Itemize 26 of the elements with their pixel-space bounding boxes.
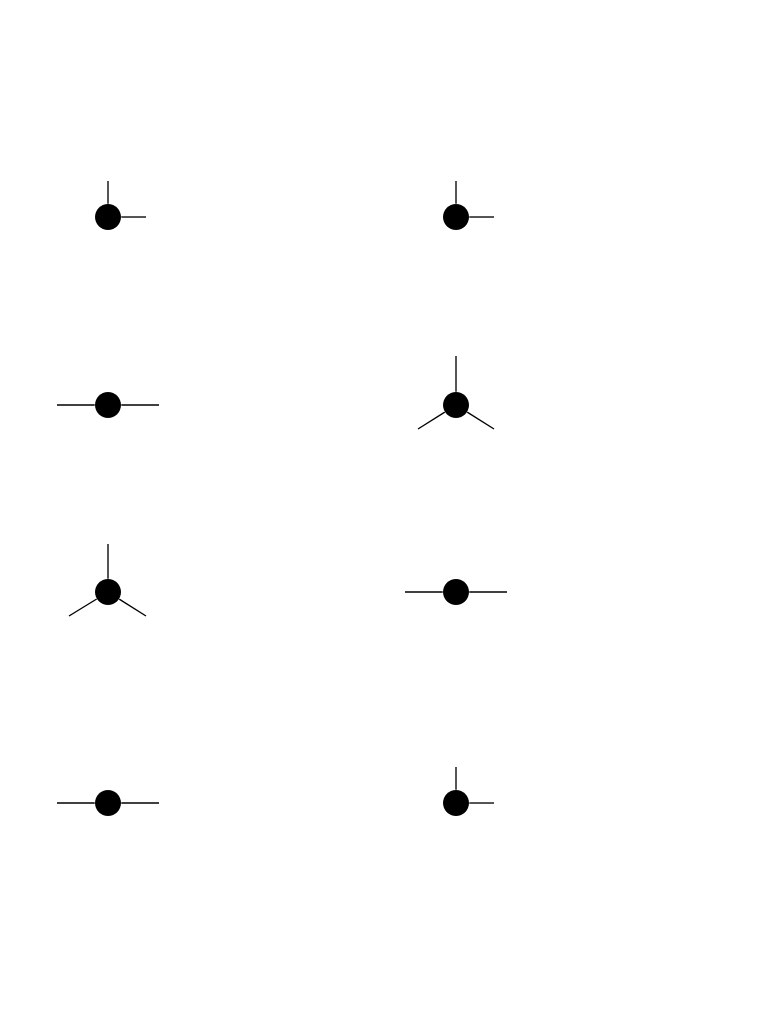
line bbox=[468, 216, 495, 218]
line bbox=[107, 180, 109, 205]
line bbox=[455, 355, 457, 393]
dot bbox=[95, 579, 121, 605]
line bbox=[417, 411, 446, 430]
line bbox=[466, 411, 495, 430]
line bbox=[107, 543, 109, 580]
dot bbox=[443, 579, 469, 605]
line bbox=[404, 591, 444, 593]
line bbox=[468, 802, 495, 804]
line bbox=[118, 598, 147, 617]
dot bbox=[443, 392, 469, 418]
line bbox=[120, 802, 160, 804]
dot bbox=[95, 392, 121, 418]
line bbox=[120, 404, 160, 406]
line bbox=[120, 216, 147, 218]
line bbox=[468, 591, 508, 593]
line bbox=[455, 766, 457, 791]
line bbox=[56, 802, 96, 804]
line bbox=[68, 598, 98, 617]
line bbox=[455, 180, 457, 205]
dot bbox=[95, 204, 121, 230]
dot bbox=[443, 790, 469, 816]
dot bbox=[95, 790, 121, 816]
dot bbox=[443, 204, 469, 230]
line bbox=[56, 404, 96, 406]
